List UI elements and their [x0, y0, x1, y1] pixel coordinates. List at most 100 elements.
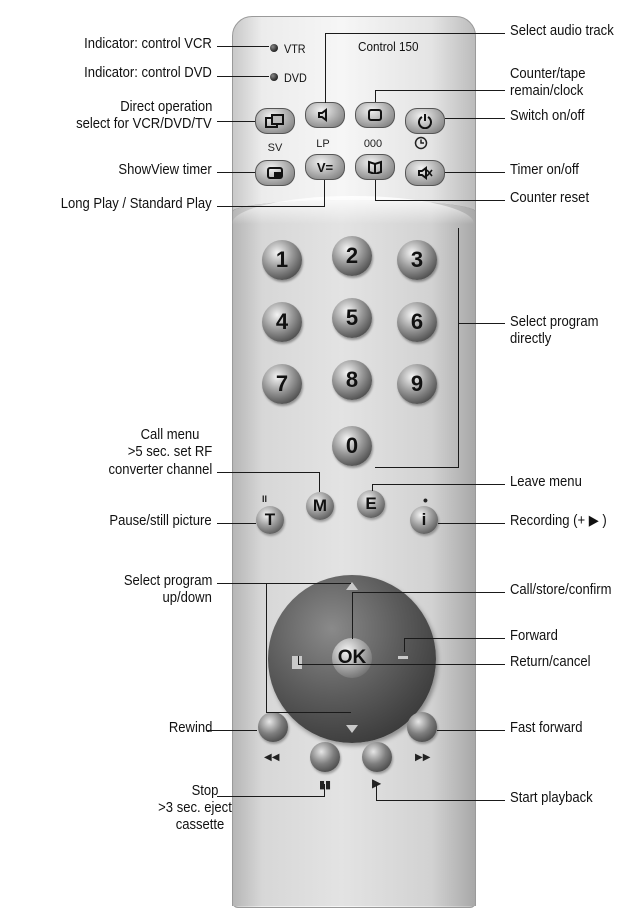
- leader-confirm-v: [352, 592, 353, 639]
- callout-counter-line1: Counter/tape: [510, 66, 586, 82]
- leader-indicator-vcr: [217, 46, 269, 47]
- arrow-up-icon[interactable]: [346, 582, 358, 590]
- speaker-muted-icon: [418, 166, 433, 180]
- leader-stop-v: [324, 784, 325, 797]
- recording-info-button[interactable]: i: [410, 506, 438, 534]
- ok-button[interactable]: OK: [332, 638, 372, 678]
- callout-return: Return/cancel: [510, 654, 591, 670]
- play-button[interactable]: [362, 742, 392, 772]
- leader-select-prog: [458, 323, 505, 324]
- leader-switch: [445, 118, 505, 119]
- callout-counter-line2: remain/clock: [510, 83, 584, 99]
- leader-leave-menu-h: [372, 484, 505, 485]
- callout-confirm: Call/store/confirm: [510, 582, 612, 598]
- callout-rewind: Rewind: [168, 720, 212, 736]
- leader-counter-reset-h: [375, 200, 505, 201]
- dvd-indicator-led: [270, 73, 278, 81]
- counter-reset-button[interactable]: [355, 154, 395, 180]
- screen-icon: [368, 109, 382, 121]
- number-button-8[interactable]: 8: [332, 360, 372, 400]
- book-icon: [368, 160, 382, 174]
- callout-audio-track: Select audio track: [510, 23, 614, 39]
- number-button-5[interactable]: 5: [332, 298, 372, 338]
- power-icon: [418, 114, 432, 129]
- number-button-3[interactable]: 3: [397, 240, 437, 280]
- model-name: Control 150: [358, 39, 419, 54]
- number-button-1[interactable]: 1: [262, 240, 302, 280]
- leader-audio-v: [325, 33, 326, 103]
- stop-icon: ▮▮: [319, 779, 332, 791]
- callout-switch: Switch on/off: [510, 108, 585, 124]
- leader-indicator-dvd: [217, 76, 269, 77]
- callout-start-playback: Start playback: [510, 790, 593, 806]
- callout-direct-op-line1: Direct operation: [119, 99, 212, 115]
- callout-prog-updown-line1: Select program: [123, 573, 212, 589]
- leader-confirm-h: [352, 592, 505, 593]
- callout-call-menu-line2: >5 sec. set RF: [127, 444, 213, 460]
- leader-direct-op: [217, 121, 255, 122]
- leader-audio-h: [325, 33, 505, 34]
- callout-stop-line2: >3 sec. eject: [158, 800, 232, 816]
- leader-pause: [217, 523, 256, 524]
- leader-call-menu-v: [319, 472, 320, 492]
- leader-prog-down: [266, 712, 351, 713]
- callout-select-prog-line2: directly: [510, 331, 552, 347]
- number-button-4[interactable]: 4: [262, 302, 302, 342]
- leader-counter-h: [375, 90, 505, 91]
- stop-button[interactable]: [310, 742, 340, 772]
- callout-counter-reset: Counter reset: [510, 190, 590, 206]
- dvd-indicator-label: DVD: [284, 71, 307, 85]
- rewind-button[interactable]: [258, 712, 288, 742]
- fast-forward-button[interactable]: [407, 712, 437, 742]
- number-button-6[interactable]: 6: [397, 302, 437, 342]
- callout-recording: Recording (+ ▶ ): [510, 513, 607, 529]
- arrow-left-icon[interactable]: [292, 656, 302, 669]
- rewind-icon: ◀◀: [264, 752, 280, 763]
- callout-call-menu-line1: Call menu: [140, 427, 200, 443]
- audio-track-button[interactable]: [305, 102, 345, 128]
- leader-timer: [445, 172, 505, 173]
- callout-indicator-dvd: Indicator: control DVD: [84, 65, 212, 81]
- number-button-2[interactable]: 2: [332, 236, 372, 276]
- direct-operation-button[interactable]: [255, 108, 295, 134]
- leader-counter-v: [375, 90, 376, 102]
- callout-forward: Forward: [510, 628, 558, 644]
- arrow-right-icon[interactable]: [398, 656, 408, 659]
- leader-playback-v: [376, 784, 377, 801]
- number-button-7[interactable]: 7: [262, 364, 302, 404]
- number-button-9[interactable]: 9: [397, 364, 437, 404]
- callout-call-menu-line3: converter channel: [108, 462, 212, 478]
- leader-playback-h: [376, 800, 505, 801]
- pause-button[interactable]: T: [256, 506, 284, 534]
- pause-mark: II: [262, 494, 268, 504]
- play-icon: ▶: [372, 776, 382, 790]
- callout-select-prog-line1: Select program: [510, 314, 599, 330]
- leader-counter-reset-v: [375, 180, 376, 201]
- leader-leave-menu-v: [372, 484, 373, 491]
- callout-fast-forward: Fast forward: [510, 720, 583, 736]
- callout-direct-op-line2: select for VCR/DVD/TV: [76, 116, 212, 132]
- callout-leave-menu: Leave menu: [510, 474, 582, 490]
- speaker-icon: [318, 108, 327, 122]
- leader-rewind: [207, 730, 257, 731]
- arrow-down-icon[interactable]: [346, 725, 358, 733]
- leader-recording: [438, 523, 505, 524]
- counter-button[interactable]: [355, 102, 395, 128]
- callout-pause: Pause/still picture: [109, 513, 212, 529]
- timer-button[interactable]: [405, 160, 445, 186]
- power-button[interactable]: [405, 108, 445, 134]
- leader-long-play-v: [324, 180, 325, 207]
- counter-label: 000: [363, 138, 383, 150]
- leader-forward-h: [404, 638, 505, 639]
- leader-forward-v: [404, 638, 405, 652]
- clock-icon: [414, 136, 428, 155]
- showview-button[interactable]: [255, 160, 295, 186]
- menu-button[interactable]: M: [306, 492, 334, 520]
- exit-menu-button[interactable]: E: [357, 490, 385, 518]
- leader-prog-vertical: [266, 583, 267, 713]
- leader-stop-h: [217, 796, 325, 797]
- number-button-0[interactable]: 0: [332, 426, 372, 466]
- long-play-button[interactable]: V=: [305, 154, 345, 180]
- leader-call-menu-h: [217, 472, 320, 473]
- fast-forward-icon: ▶▶: [415, 752, 431, 763]
